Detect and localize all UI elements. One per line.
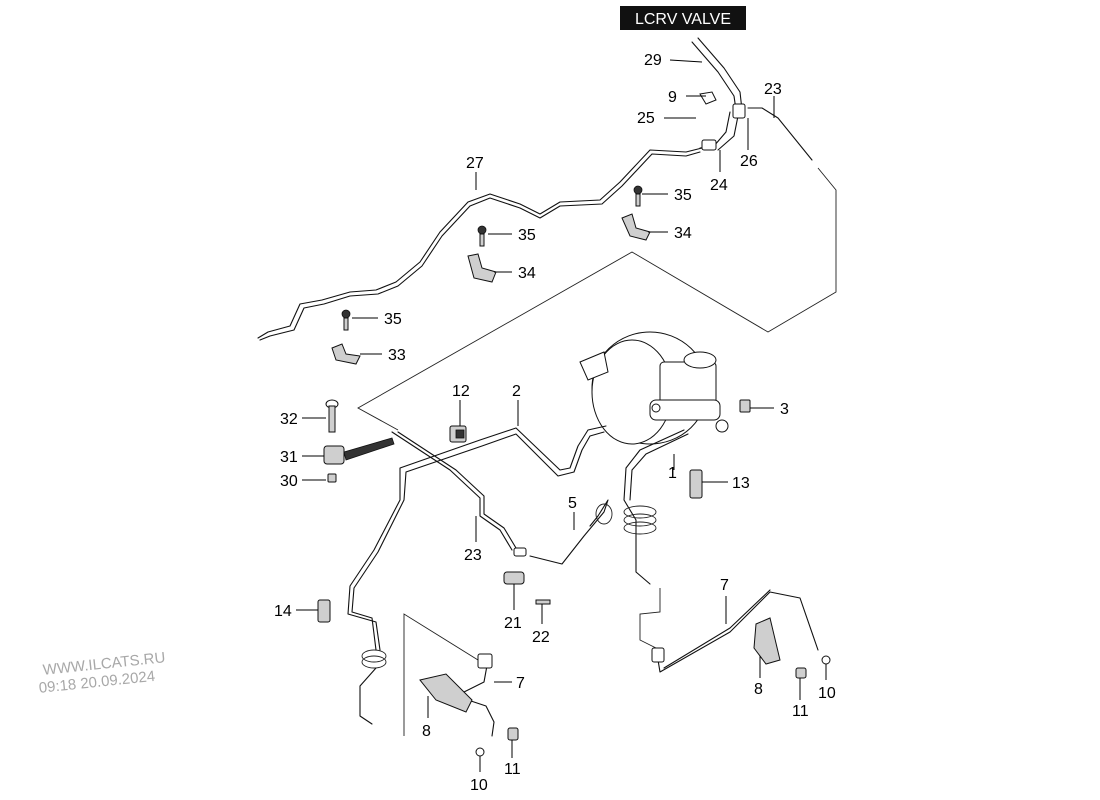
callout-10-left: 10	[470, 777, 488, 794]
callout-29: 29	[644, 52, 662, 69]
callout-35-a: 35	[674, 187, 692, 204]
clip-12	[449, 425, 467, 443]
bolt-22	[535, 599, 551, 605]
nut-30	[327, 473, 337, 483]
fitting-21	[503, 571, 525, 585]
callout-7-left: 7	[516, 675, 525, 692]
callout-10-right: 10	[818, 685, 836, 702]
clip-14	[317, 599, 331, 623]
callout-1: 1	[668, 465, 677, 482]
callout-23-middle: 23	[464, 547, 482, 564]
callout-32: 32	[280, 411, 298, 428]
bracket-31	[323, 437, 395, 465]
bolt-35-middle	[477, 225, 487, 247]
callout-5: 5	[568, 495, 577, 512]
washer-10-right	[821, 655, 831, 665]
callout-2: 2	[512, 383, 521, 400]
callout-35-b: 35	[518, 227, 536, 244]
brake-booster-assembly	[579, 331, 729, 445]
washer-10-left	[475, 747, 485, 757]
callout-31: 31	[280, 449, 298, 466]
bolt-32	[325, 399, 339, 433]
bracket-8-right	[753, 617, 781, 665]
bolt-35-left	[341, 309, 351, 331]
brake-pipe-1	[623, 429, 689, 585]
callout-33: 33	[388, 347, 406, 364]
group-outline-lower	[403, 613, 479, 736]
svg-text:LCRV VALVE: LCRV VALVE	[635, 11, 731, 28]
leader-lines	[296, 59, 827, 772]
clip-3	[739, 399, 751, 413]
callout-22: 22	[532, 629, 550, 646]
lcrv-valve-pipes	[691, 37, 813, 161]
clip-33	[331, 343, 361, 365]
group-outline-upper	[357, 167, 837, 431]
callout-11-left: 11	[504, 761, 521, 778]
group-outline-right	[639, 588, 661, 651]
bolt-35-upper-right	[633, 185, 643, 207]
pipe-coil-left	[359, 649, 387, 725]
clip-13	[689, 469, 703, 499]
brake-pipe-2	[347, 425, 607, 651]
bolt-11-left	[507, 727, 519, 741]
callout-9: 9	[668, 89, 677, 106]
brake-hose-7-right	[657, 591, 819, 673]
callout-8-left: 8	[422, 723, 431, 740]
clip-34-left	[467, 253, 497, 283]
callout-27: 27	[466, 155, 484, 172]
brake-pipe-5	[529, 499, 609, 565]
callout-24: 24	[710, 177, 728, 194]
callout-34-b: 34	[518, 265, 536, 282]
callout-12: 12	[452, 383, 470, 400]
callout-26: 26	[740, 153, 758, 170]
callout-13: 13	[732, 475, 750, 492]
callout-3: 3	[780, 401, 789, 418]
callout-21: 21	[504, 615, 522, 632]
callout-35-c: 35	[384, 311, 402, 328]
brake-pipe-27	[257, 147, 703, 339]
callout-30: 30	[280, 473, 298, 490]
callout-8-right: 8	[754, 681, 763, 698]
callout-23-top: 23	[764, 81, 782, 98]
bracket-8-left	[419, 673, 473, 713]
callout-34-a: 34	[674, 225, 692, 242]
callout-25: 25	[637, 110, 655, 127]
brake-pipe-23-middle	[391, 431, 513, 551]
bolt-11-right	[795, 667, 807, 679]
callout-11-right: 11	[792, 703, 809, 720]
callout-7-right: 7	[720, 577, 729, 594]
clip-34-right	[621, 213, 651, 241]
callout-14: 14	[274, 603, 292, 620]
lcrv-valve-title: LCRV VALVE	[620, 6, 746, 30]
